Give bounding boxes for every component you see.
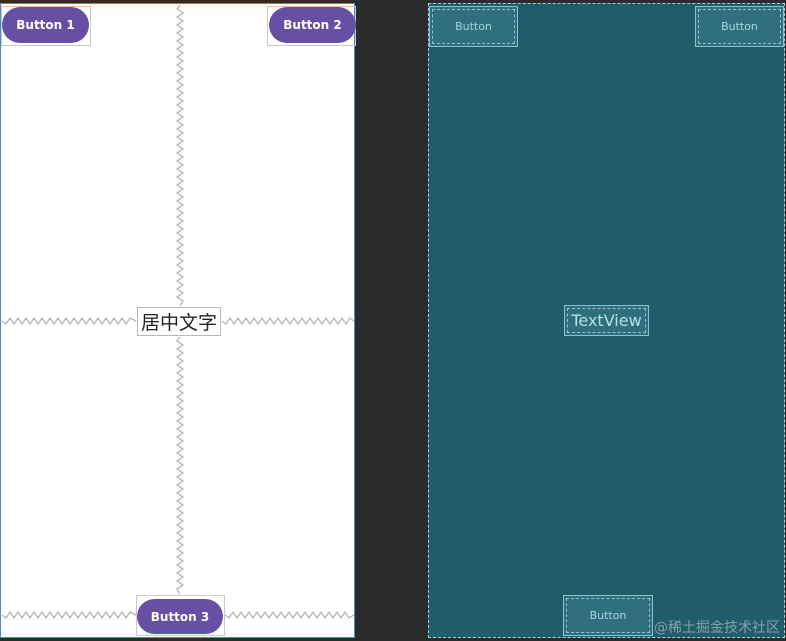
center-text[interactable]: 居中文字 — [137, 307, 221, 336]
blueprint-button-1[interactable]: Button — [429, 6, 518, 47]
watermark: @稀土掘金技术社区 — [654, 620, 780, 636]
button-2[interactable]: Button 2 — [269, 7, 356, 43]
blueprint-button-2[interactable]: Button — [695, 6, 784, 47]
button-1[interactable]: Button 1 — [2, 7, 89, 43]
blueprint-button-3[interactable]: Button — [563, 595, 653, 636]
button1-bounds — [1, 6, 91, 46]
button-3[interactable]: Button 3 — [137, 599, 223, 634]
button3-bounds — [136, 595, 225, 636]
blueprint-textview[interactable]: TextView — [564, 305, 649, 336]
